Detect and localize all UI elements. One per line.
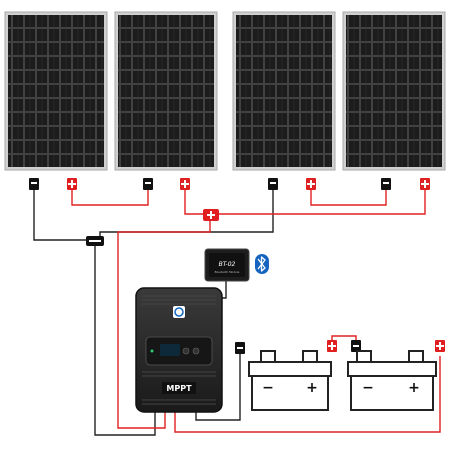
- battery-1-negative-symbol: −: [262, 380, 274, 396]
- connector-panel3-pos: [306, 178, 316, 190]
- connector-panel2-neg: [143, 178, 153, 190]
- controller-button-2: [192, 347, 200, 355]
- battery-2-positive-symbol: +: [408, 380, 420, 396]
- battery-1: − +: [248, 350, 332, 411]
- battery-2-negative-symbol: −: [362, 380, 374, 396]
- controller-lcd-display: [160, 344, 180, 356]
- bluetooth-module: BT-02 Bluetooth Module: [204, 248, 250, 282]
- solar-panel-2: [114, 11, 218, 171]
- connector-panel3-neg: [268, 178, 278, 190]
- connector-battery-neg-out: [235, 342, 245, 354]
- connector-panel1-neg: [29, 178, 39, 190]
- connector-panel4-neg: [381, 178, 391, 190]
- connector-battery-pos-out: [435, 340, 445, 352]
- bluetooth-module-label: BT-02: [219, 261, 236, 268]
- mppt-charge-controller: MPPT: [135, 287, 223, 413]
- y-branch-positive: [203, 209, 219, 221]
- solar-panel-3: [232, 11, 336, 171]
- mc4-connectors: [29, 178, 445, 354]
- connector-battery2-neg: [351, 340, 361, 352]
- bluetooth-icon: [255, 254, 269, 274]
- connector-panel1-pos: [67, 178, 77, 190]
- connector-battery1-pos: [327, 340, 337, 352]
- bluetooth-module-sublabel: Bluetooth Module: [215, 270, 240, 274]
- controller-logo-icon: [173, 306, 185, 318]
- positive-wires: [71, 190, 441, 433]
- connector-panel4-pos: [420, 178, 430, 190]
- connector-panel2-pos: [180, 178, 190, 190]
- solar-panel-1: [4, 11, 108, 171]
- solar-panel-4: [342, 11, 446, 171]
- battery-1-positive-symbol: +: [306, 380, 318, 396]
- y-branch-negative: [86, 236, 104, 246]
- controller-button-1: [182, 347, 190, 355]
- controller-brand-label: MPPT: [166, 384, 192, 393]
- battery-2: − +: [347, 350, 437, 411]
